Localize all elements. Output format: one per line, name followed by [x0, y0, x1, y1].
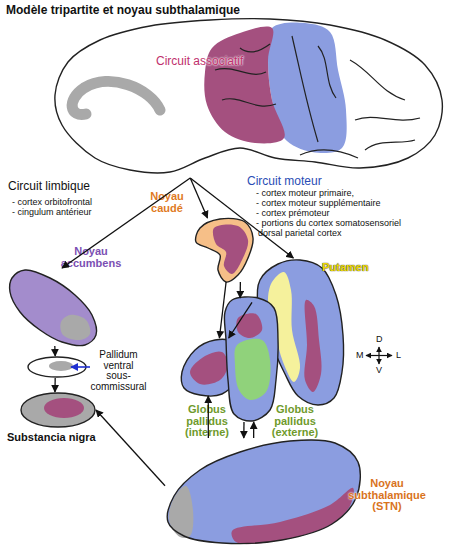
- region-11: [365, 140, 415, 150]
- region-1: [234, 339, 270, 400]
- pathway-arrow: [253, 422, 254, 438]
- brain-outline: [50, 18, 445, 178]
- nigra-shape-fill: [21, 393, 95, 427]
- structure-label: Noyau subthalamique (STN): [343, 478, 431, 513]
- annotation-label: M: [356, 351, 364, 360]
- region-7: [292, 36, 318, 142]
- caudate-shape: [192, 218, 254, 282]
- annotation-label: - portions du cortex somatosensoriel: [256, 219, 401, 228]
- structure-node: Noyau subthalamique (STN): [165, 438, 362, 544]
- brain-outline-border: [55, 19, 443, 173]
- structure-node: Globus pallidus (externe): [224, 298, 278, 422]
- region-12: [300, 150, 358, 158]
- structure-label: Globus pallidus (externe): [264, 404, 326, 439]
- structure-node: Noyau accumbens: [8, 268, 98, 346]
- pathway-arrow: [240, 282, 241, 298]
- structure-label: Pallidum ventral sous-commissural: [90, 350, 147, 392]
- annotation-label: L: [396, 351, 401, 360]
- structure-node: Substancia nigra: [20, 392, 96, 428]
- stn-shape-fill: [167, 440, 360, 544]
- nigra-shape-border: [21, 393, 95, 427]
- brain-outline-fill: [55, 19, 443, 173]
- region-1: [44, 398, 84, 418]
- gpe-shape: [224, 298, 278, 422]
- structure-label: Putamen: [322, 262, 368, 274]
- pathway-arrow: [54, 346, 56, 356]
- caudate-shape-fill: [196, 218, 254, 282]
- stn-shape-border: [167, 440, 360, 544]
- gpe-shape-border: [224, 297, 278, 421]
- structure-label: Circuit associatif: [156, 55, 243, 68]
- pathway-arrow: [243, 422, 244, 438]
- accumbens-shape-border: [10, 270, 97, 346]
- region-5: [222, 99, 276, 106]
- annotation-label: - cortex moteur primaire,: [256, 189, 354, 198]
- structure-node: Noyau caudé: [192, 218, 254, 282]
- annotation-label: V: [376, 366, 382, 375]
- region-4: [215, 69, 266, 75]
- region-2: [304, 300, 321, 392]
- pathway-arrow: [190, 178, 207, 218]
- region-2: [236, 313, 262, 338]
- accumbens-shape-fill: [10, 270, 97, 346]
- annotation-label: - cortex orbitofrontal: [12, 198, 92, 207]
- gpe-shape-fill: [224, 297, 278, 421]
- pathway-arrow: [54, 378, 56, 392]
- compass-horizontal: [366, 355, 392, 356]
- structure-node: Circuit associatif: [50, 18, 445, 178]
- stn-shape: [165, 438, 362, 544]
- region-1: [49, 361, 73, 371]
- annotation-label: - cortex moteur supplémentaire: [256, 199, 381, 208]
- region-10: [355, 117, 420, 120]
- annotation-label: Circuit moteur: [247, 175, 322, 188]
- pathway-arrow: [96, 410, 165, 486]
- diagram-title: Modèle tripartite et noyau subthalamique: [6, 4, 240, 17]
- caudate-shape-border: [196, 218, 254, 282]
- structure-label: Substancia nigra: [7, 432, 96, 444]
- region-1: [231, 488, 353, 544]
- region-6: [240, 44, 270, 52]
- annotation-label: - cortex prémoteur: [256, 209, 330, 218]
- structure-label: Noyau caudé: [142, 191, 192, 214]
- region-2: [204, 26, 285, 143]
- nigra-shape: [20, 392, 96, 428]
- region-1: [60, 315, 90, 340]
- region-9: [350, 60, 405, 100]
- structure-node: Pallidum ventral sous-commissural: [27, 356, 87, 378]
- region-8: [318, 46, 336, 98]
- annotation-label: - cingulum antérieur: [12, 208, 92, 217]
- compass-vertical: [378, 347, 379, 364]
- annotation-label: D: [376, 335, 383, 344]
- accumbens-shape: [8, 268, 98, 346]
- region-2: [169, 486, 194, 538]
- annotation-label: Circuit limbique: [8, 180, 90, 193]
- structure-label: Globus pallidus (interne): [176, 404, 238, 439]
- region-3: [72, 82, 160, 115]
- structure-label: Noyau accumbens: [58, 246, 124, 269]
- region-1: [190, 351, 228, 384]
- pallidum-shape: [27, 356, 87, 378]
- pallidum-shape-fill: [28, 357, 86, 377]
- annotation-label: dorsal parietal cortex: [258, 229, 342, 238]
- pallidum-shape-border: [28, 357, 86, 377]
